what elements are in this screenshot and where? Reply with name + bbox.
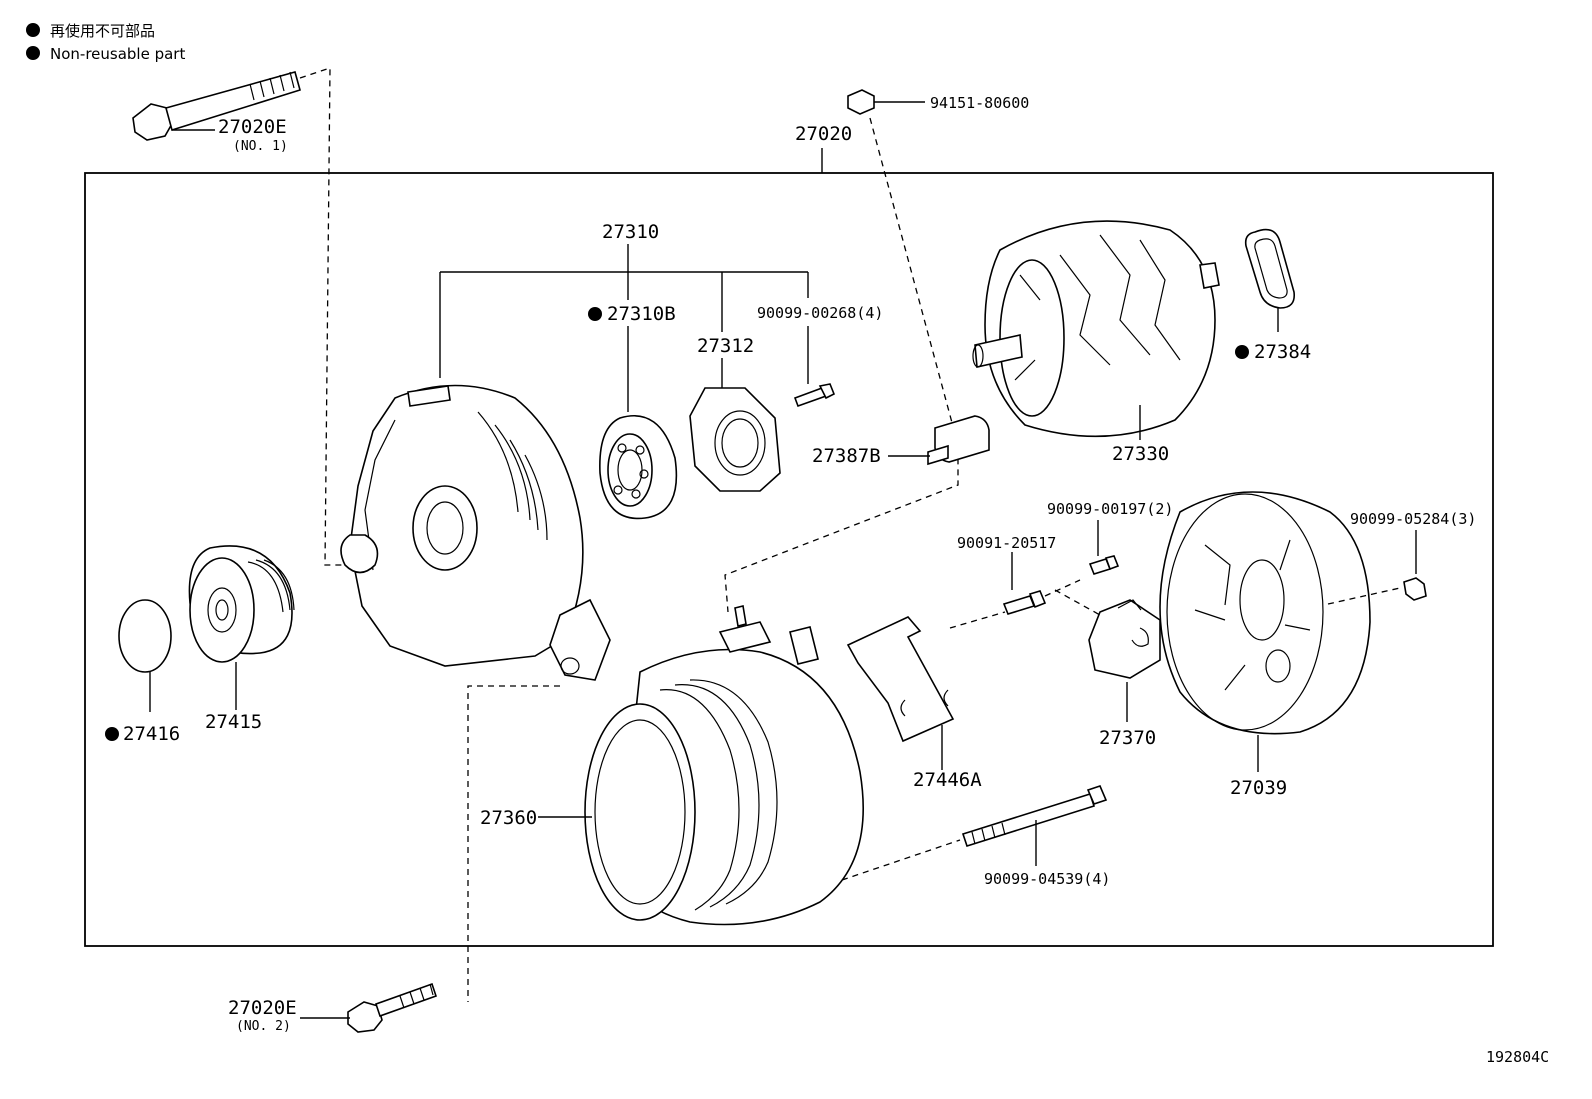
drive-end-frame [340,384,611,681]
label-bolt-20517: 90091-20517 [957,534,1056,552]
pulley-face-icon [189,557,255,663]
label-nut-05284: 90099-05284(3) [1350,510,1476,528]
label-bolt-no2-sub: (NO. 2) [236,1019,291,1034]
rotor-slip-ring-icon [1199,262,1220,289]
legend: 再使用不可部品 Non-reusable part [26,22,185,63]
nut-icon [1403,577,1427,601]
end-cover-face-icon [1166,493,1324,731]
frame-group-bracket [439,244,809,378]
label-rotor: 27330 [1112,443,1169,465]
label-bolt-no1: 27020E [218,116,287,138]
rotor [972,220,1220,440]
end-cover-dash-line [1327,587,1401,605]
ring [1235,228,1296,359]
legend-japanese: 再使用不可部品 [50,22,155,40]
nut-top-dash-line [724,117,959,613]
bearing [588,307,678,520]
rotor-shaft-icon [974,334,1023,368]
stator-frame [538,605,864,926]
stator-connector-icon [789,626,819,665]
label-bolt-no2: 27020E [228,997,297,1019]
end-cover-body-icon [1159,491,1371,735]
bearing-face-icon [607,433,653,507]
label-bolt-no1-sub: (NO. 1) [233,139,288,154]
through-bolt-head-icon [1086,785,1108,805]
non-reusable-marker-icon [1235,345,1249,359]
cover-plate-icon [118,599,172,673]
label-nut-top: 94151-80600 [930,94,1029,112]
bolt-no1 [132,71,301,141]
screw-head-icon [818,383,836,400]
insulator [888,415,990,466]
bolt-no2 [300,982,438,1033]
ring-outer-icon [1244,228,1296,309]
bracket-dash-line [949,611,1006,629]
bracket [846,611,1006,770]
screw-head-icon [1104,555,1120,571]
screw-00268 [793,326,836,408]
brush-holder-icon [1088,599,1161,679]
frame-bore-icon [412,485,478,571]
assembly-frame [84,172,1494,947]
label-through-bolt: 90099-04539(4) [984,870,1110,888]
through-bolt-shank-icon [961,793,1096,847]
through-bolt [961,785,1108,866]
bolt-head-icon [132,103,174,141]
bracket-icon [846,616,955,743]
label-ring: 27384 [1254,341,1311,363]
label-stator-frame: 27360 [480,807,537,829]
label-brush-holder: 27370 [1099,727,1156,749]
label-end-cover: 27039 [1230,777,1287,799]
screw-shank-icon [793,387,828,408]
rotor-pole-face-icon [999,259,1065,417]
nut-05284 [1403,530,1427,601]
screw-00197-dash-line [1054,589,1101,616]
stator-terminal-icon [718,621,772,653]
bolt-no1-dash-line [299,67,345,566]
label-pulley: 27415 [205,711,262,733]
label-bracket: 27446A [913,769,982,791]
nut-top [847,89,925,115]
end-cover [1159,491,1401,772]
bolt-shank-icon [374,982,438,1018]
pulley [188,545,295,710]
bolt-shank-icon [1002,595,1036,615]
retainer-plate [689,358,781,492]
non-reusable-marker-icon [26,46,40,60]
non-reusable-marker-icon [588,307,602,321]
label-retainer: 27312 [697,335,754,357]
stator-face-icon [584,703,696,921]
label-screw-00268: 90099-00268(4) [757,304,883,322]
label-insulator: 27387B [812,445,881,467]
cover-plate [105,599,172,741]
label-assembly: 27020 [795,123,852,145]
frame-ear-icon [340,534,379,574]
legend-english: Non-reusable part [50,45,185,63]
bolt-shank-icon [165,71,301,132]
bolt-head-icon [347,1001,383,1033]
label-cover-plate: 27416 [123,723,180,745]
label-frame-group: 27310 [602,221,659,243]
bolt-no2-dash-line [467,685,560,1002]
brush-holder [1088,599,1161,722]
bolt-thread-icon [249,71,295,101]
nut-icon [847,89,875,115]
retainer-plate-icon [689,387,781,492]
non-reusable-marker-icon [26,23,40,37]
label-screw-00197: 90099-00197(2) [1047,500,1173,518]
bolt-head-icon [1028,590,1047,609]
non-reusable-marker-icon [105,727,119,741]
label-bearing: 27310B [607,303,676,325]
through-bolt-dash-line [841,839,961,881]
bolt-20517 [1002,552,1081,615]
frame-tab-icon [407,385,451,407]
bolt-20517-dash-line [1044,579,1081,597]
screw-00197 [1054,520,1120,616]
diagram-id: 192804C [1486,1048,1549,1066]
